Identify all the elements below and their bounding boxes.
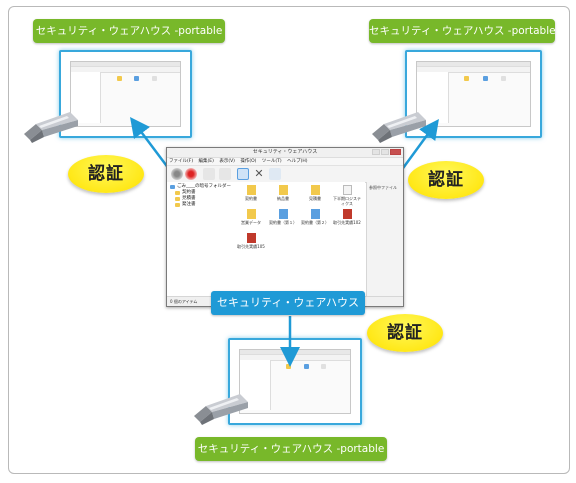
image-icon: [278, 209, 288, 219]
maximize-button[interactable]: [381, 149, 389, 155]
portable-screen-top-right: [405, 50, 542, 138]
menu-item-help[interactable]: ヘルプ(H): [287, 159, 308, 164]
folder-tree: ごみ____の暗号フォルダー 契約書 見積書 発注書: [167, 182, 236, 297]
file-label: 見積書: [309, 196, 321, 201]
file-list: 契約書 納品書 見積書 下半期ロジスティクス 営業データ 契約書（第１） 契約書…: [235, 182, 365, 297]
folder-icon: [246, 209, 256, 219]
file-item[interactable]: 取引先実績105: [237, 233, 265, 249]
tree-item-label: 契約書: [182, 190, 196, 195]
auth-badge-bottom: 認証: [367, 314, 443, 352]
portable-label-top-right: セキュリティ・ウェアハウス -portable: [369, 19, 556, 43]
folder-icon: [278, 185, 288, 195]
menu-item-edit[interactable]: 編集(E): [198, 159, 214, 164]
file-item[interactable]: 取引先実績102: [333, 209, 361, 225]
menu-item-operation[interactable]: 操作(O): [240, 159, 257, 164]
file-item[interactable]: 見積書: [301, 185, 329, 201]
auth-badge-right: 認証: [408, 161, 484, 199]
menu-bar: ファイル(F) 編集(E) 表示(V) 操作(O) ツール(T) ヘルプ(H): [167, 158, 403, 166]
file-label: 下半期ロジスティクス: [333, 196, 361, 206]
folder-icon: [246, 185, 256, 195]
warehouse-label: セキュリティ・ウェアハウス: [211, 291, 365, 315]
toolbar-button-settings-icon[interactable]: [269, 168, 281, 180]
file-label: 納品書: [277, 196, 289, 201]
portable-screen-bottom: [228, 338, 362, 425]
usb-drive-icon: [24, 112, 78, 143]
file-item[interactable]: 契約書（第２）: [301, 209, 329, 225]
tree-item-estimate[interactable]: 見積書: [170, 196, 235, 202]
window-body: ごみ____の暗号フォルダー 契約書 見積書 発注書 契約書 納品書 見積書 下…: [167, 182, 403, 297]
main-app-window: セキュリティ・ウェアハウス ファイル(F) 編集(E) 表示(V) 操作(O) …: [166, 147, 404, 307]
portable-label-bottom: セキュリティ・ウェアハウス -portable: [195, 437, 387, 461]
folder-icon: [310, 185, 320, 195]
toolbar-button-window-icon[interactable]: [237, 168, 249, 180]
window-title: セキュリティ・ウェアハウス: [252, 149, 318, 155]
file-label: 取引先実績102: [333, 220, 361, 225]
image-icon: [310, 209, 320, 219]
pdf-icon: [342, 209, 352, 219]
usb-drive-icon: [372, 112, 426, 143]
close-button[interactable]: [390, 149, 401, 155]
file-item[interactable]: 契約書: [237, 185, 265, 201]
tree-item-label: 見積書: [182, 196, 196, 201]
usb-drive-icon: [194, 394, 248, 425]
minimize-button[interactable]: [372, 149, 380, 155]
info-pane-label: 参照中ファイル: [369, 185, 397, 190]
info-pane: 参照中ファイル: [366, 182, 403, 297]
file-item[interactable]: 納品書: [269, 185, 297, 201]
mini-app-window: [70, 61, 181, 127]
file-label: 営業データ: [241, 220, 261, 225]
file-item[interactable]: 下半期ロジスティクス: [333, 185, 361, 206]
file-label: 契約書: [245, 196, 257, 201]
file-item[interactable]: 契約書（第１）: [269, 209, 297, 225]
toolbar-button-lock-icon[interactable]: [185, 168, 197, 180]
file-label: 契約書（第１）: [269, 220, 297, 225]
file-item[interactable]: 営業データ: [237, 209, 265, 225]
tree-item-label: ごみ____の暗号フォルダー: [177, 184, 231, 189]
window-titlebar: セキュリティ・ウェアハウス: [167, 148, 403, 158]
portable-label-top-left: セキュリティ・ウェアハウス -portable: [33, 19, 225, 43]
tree-item-label: 発注書: [182, 202, 196, 207]
menu-item-view[interactable]: 表示(V): [219, 159, 235, 164]
auth-badge-left: 認証: [68, 155, 144, 193]
toolbar: ✕: [167, 166, 403, 183]
tree-item-contract[interactable]: 契約書: [170, 190, 235, 196]
menu-item-tools[interactable]: ツール(T): [261, 159, 282, 164]
toolbar-button-pen-icon[interactable]: [219, 168, 231, 180]
portable-screen-top-left: [59, 50, 192, 138]
toolbar-button-delete-icon[interactable]: ✕: [254, 167, 264, 180]
document-icon: [342, 185, 352, 195]
pdf-icon: [246, 233, 256, 243]
mini-app-window: [416, 61, 531, 127]
file-label: 取引先実績105: [237, 244, 265, 249]
status-text: 0 個のアイテム: [170, 299, 198, 304]
tree-item-root[interactable]: ごみ____の暗号フォルダー: [170, 184, 235, 190]
toolbar-button-disc-icon[interactable]: [171, 168, 183, 180]
menu-item-file[interactable]: ファイル(F): [169, 159, 194, 164]
mini-app-window: [239, 349, 351, 414]
file-label: 契約書（第２）: [301, 220, 329, 225]
toolbar-button-sync-icon[interactable]: [203, 168, 215, 180]
tree-item-order[interactable]: 発注書: [170, 202, 235, 208]
